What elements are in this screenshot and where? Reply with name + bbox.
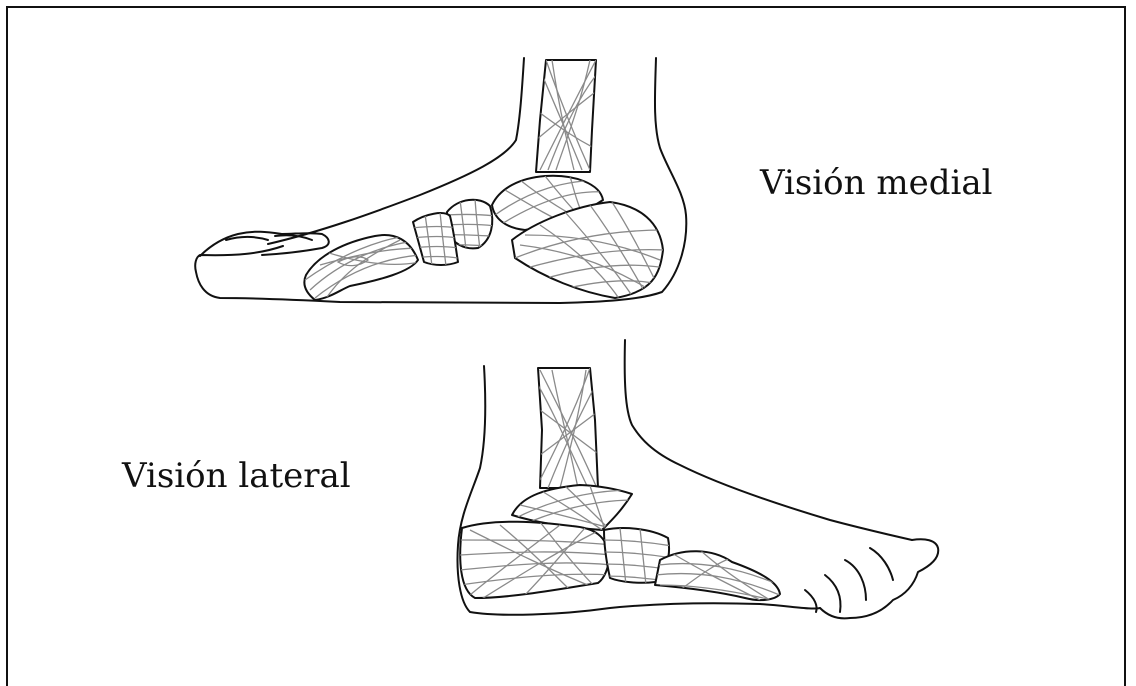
lateral-leg-front-outline <box>625 340 912 540</box>
medial-toes-outline <box>200 232 329 256</box>
medial-first-metatarsal <box>304 235 418 300</box>
lateral-toes-outline <box>820 539 938 618</box>
medial-view-label: Visión medial <box>760 163 992 203</box>
lateral-view-foot <box>458 340 939 618</box>
lateral-calcaneus <box>460 522 610 598</box>
lateral-view-label: Visión lateral <box>122 456 351 496</box>
medial-view-foot <box>195 58 686 303</box>
lateral-fifth-metatarsal <box>655 551 780 600</box>
